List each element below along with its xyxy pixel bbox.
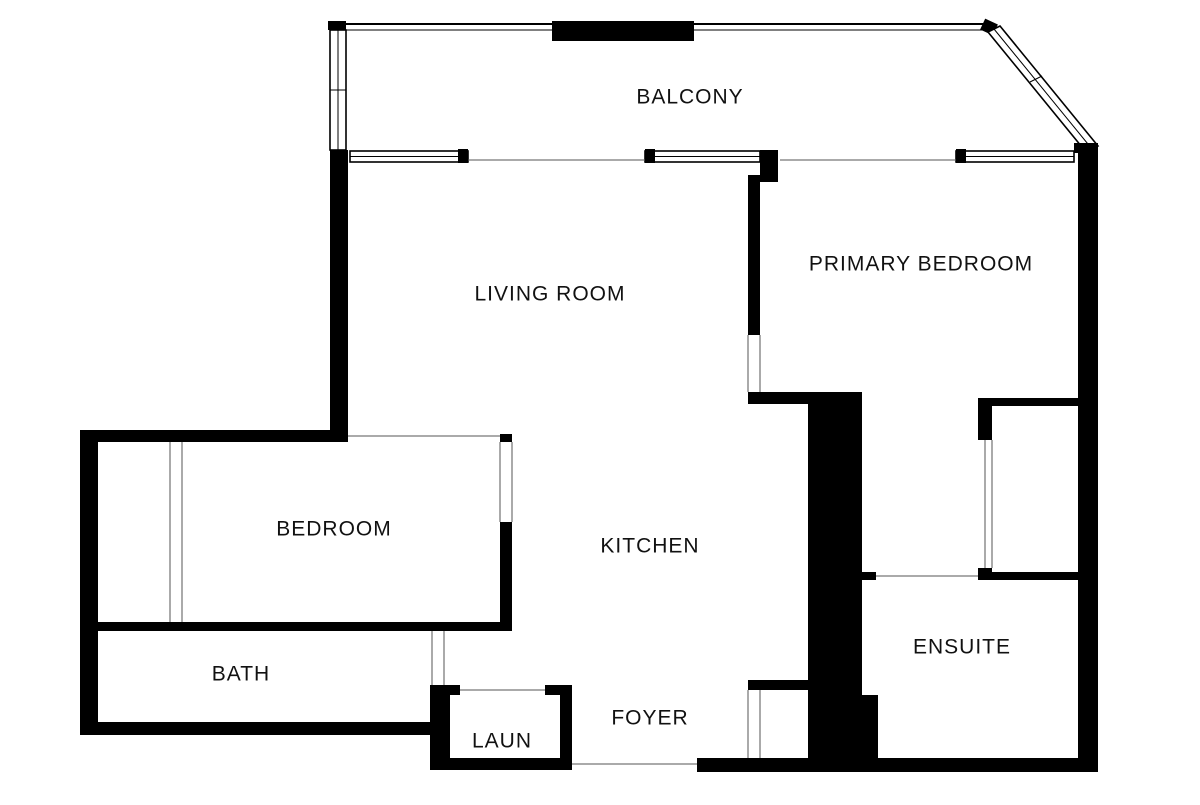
balcony-enclosure: [328, 18, 1100, 154]
room-label-bath: BATH: [211, 662, 271, 686]
room-label-laundry: LAUN: [471, 729, 533, 753]
balcony-top-wall-segment: [552, 21, 694, 41]
room-label-foyer: FOYER: [611, 706, 689, 730]
room-label-kitchen: KITCHEN: [600, 534, 700, 558]
room-label-bedroom: BEDROOM: [276, 517, 392, 541]
room-label-ensuite: ENSUITE: [912, 635, 1012, 659]
room-label-primary-bedroom: PRIMARY BEDROOM: [808, 252, 1034, 276]
balcony-corner-post-left: [328, 21, 346, 30]
walls: [80, 148, 1098, 772]
balcony-sliding-doors: [349, 149, 1075, 163]
door-openings: [169, 335, 993, 765]
balcony-diagonal-window: [986, 24, 1100, 154]
room-label-living-room: LIVING ROOM: [474, 282, 626, 306]
room-label-balcony: BALCONY: [636, 85, 744, 109]
